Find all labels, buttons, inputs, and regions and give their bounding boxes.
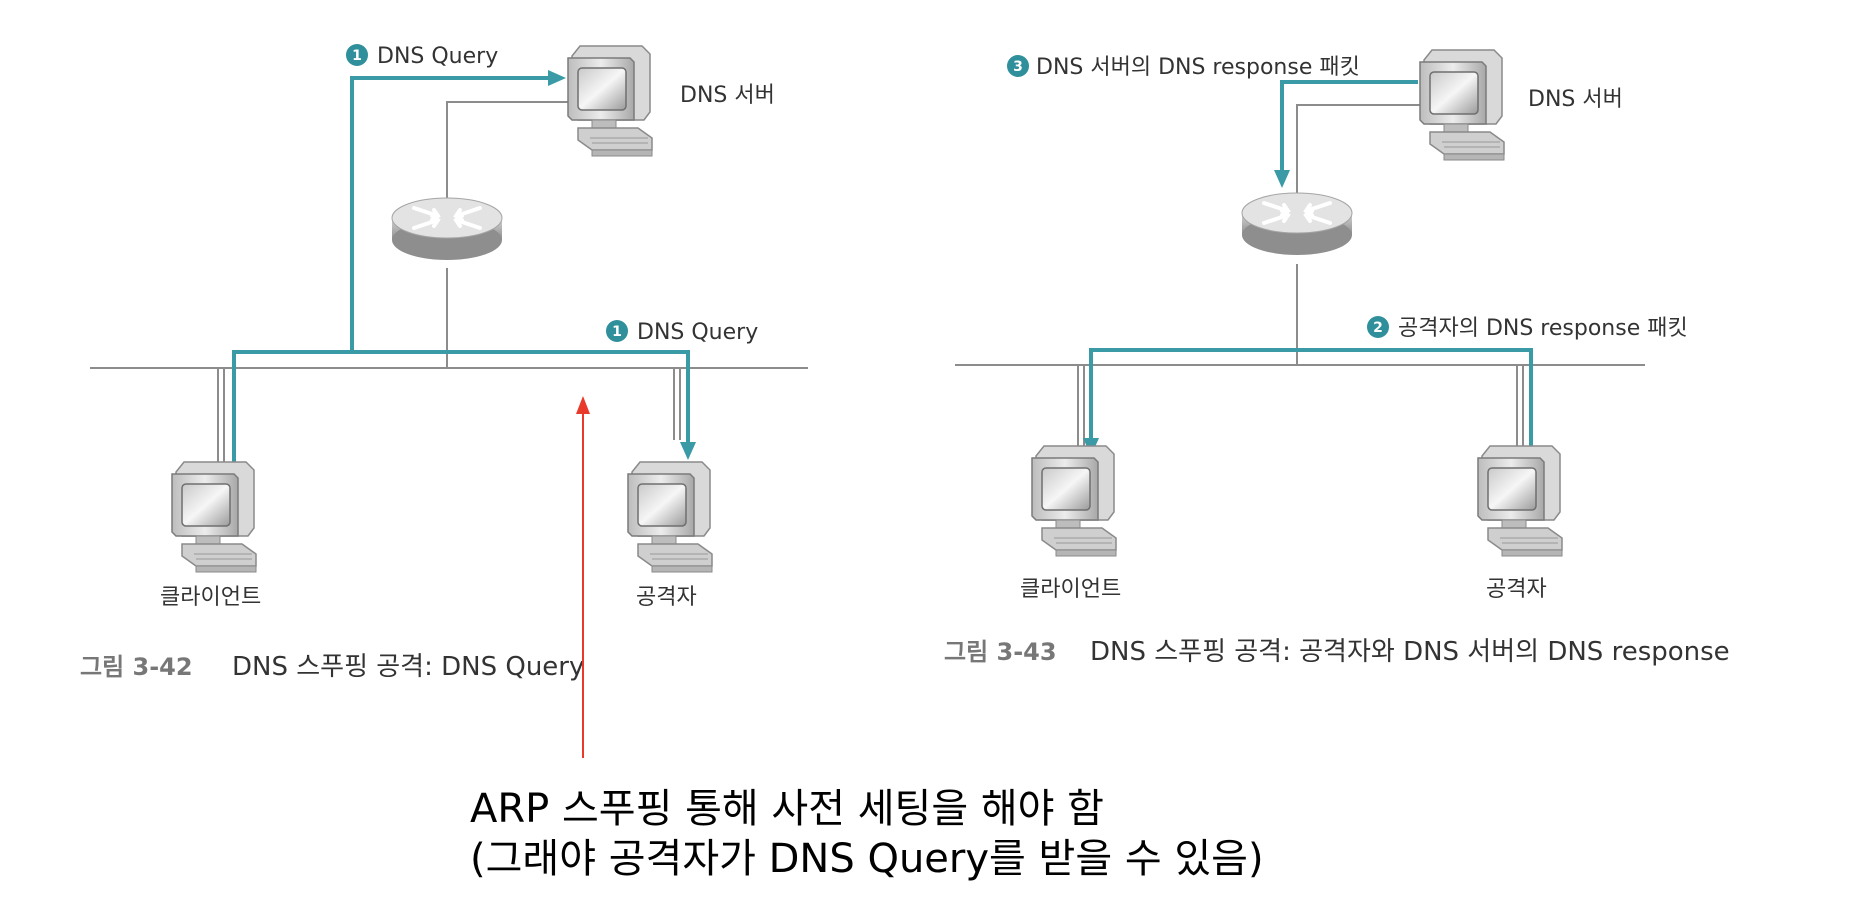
left-attacker-drop [673,368,681,440]
left-caption-text: DNS 스푸핑 공격: DNS Query [232,652,584,682]
left-badge-top [346,44,368,66]
right-router-server-link [1296,104,1420,205]
right-badge-top-text: 3 [1013,59,1023,75]
left-dns-server-icon [567,45,653,157]
left-client-drop [217,368,225,470]
left-query-flow-to-server [232,76,552,470]
right-caption-number: 그림 3-43 [944,638,1057,666]
annotation-line-1: ARP 스푸핑 통해 사전 세팅을 해야 함 [470,786,1104,832]
left-query-label-top: DNS Query [377,44,498,69]
left-router-server-link [446,101,568,210]
left-attacker-computer-icon [627,461,713,573]
left-figure: 1 DNS Query 1 DNS Query DNS 서버 클라이언트 공격자… [80,44,808,682]
left-router-icon [390,196,504,262]
right-server-response-arrowhead [1274,170,1290,188]
left-query-arrowhead-attacker [680,442,696,460]
left-query-flow-to-attacker [352,350,690,445]
left-dns-server-label: DNS 서버 [680,83,775,108]
annotation: ARP 스푸핑 통해 사전 세팅을 해야 함 (그래야 공격자가 DNS Que… [470,396,1264,882]
right-caption-text: DNS 스푸핑 공격: 공격자와 DNS 서버의 DNS response [1090,637,1730,667]
right-client-computer-icon [1031,445,1117,557]
right-response-label-top: DNS 서버의 DNS response 패킷 [1036,55,1360,80]
right-attacker-drop [1516,365,1524,460]
left-query-label-mid: DNS Query [637,320,758,345]
right-badge-mid [1367,316,1389,338]
right-badge-mid-text: 2 [1373,320,1383,336]
left-attacker-label: 공격자 [636,585,697,610]
annotation-arrowhead [576,396,590,414]
right-server-response-flow [1280,80,1418,172]
left-badge-top-text: 1 [352,48,362,64]
left-caption-number: 그림 3-42 [80,653,193,681]
left-query-arrowhead-server [548,70,566,86]
right-attacker-response-flow [1089,348,1533,460]
left-client-computer-icon [171,461,257,573]
left-badge-mid [606,320,628,342]
right-client-drop [1077,365,1085,448]
annotation-line-2: (그래야 공격자가 DNS Query를 받을 수 있음) [470,836,1264,882]
right-badge-top [1007,55,1029,77]
left-client-label: 클라이언트 [160,585,261,610]
right-response-label-mid: 공격자의 DNS response 패킷 [1398,316,1688,341]
right-dns-server-label: DNS 서버 [1528,87,1623,112]
right-attacker-label: 공격자 [1486,577,1547,602]
right-figure: 3 DNS 서버의 DNS response 패킷 2 공격자의 DNS res… [944,49,1730,667]
right-attacker-computer-icon [1477,445,1563,557]
left-badge-mid-text: 1 [612,324,622,340]
right-dns-server-icon [1419,49,1505,161]
right-router-icon [1240,191,1354,257]
right-client-label: 클라이언트 [1020,577,1121,602]
